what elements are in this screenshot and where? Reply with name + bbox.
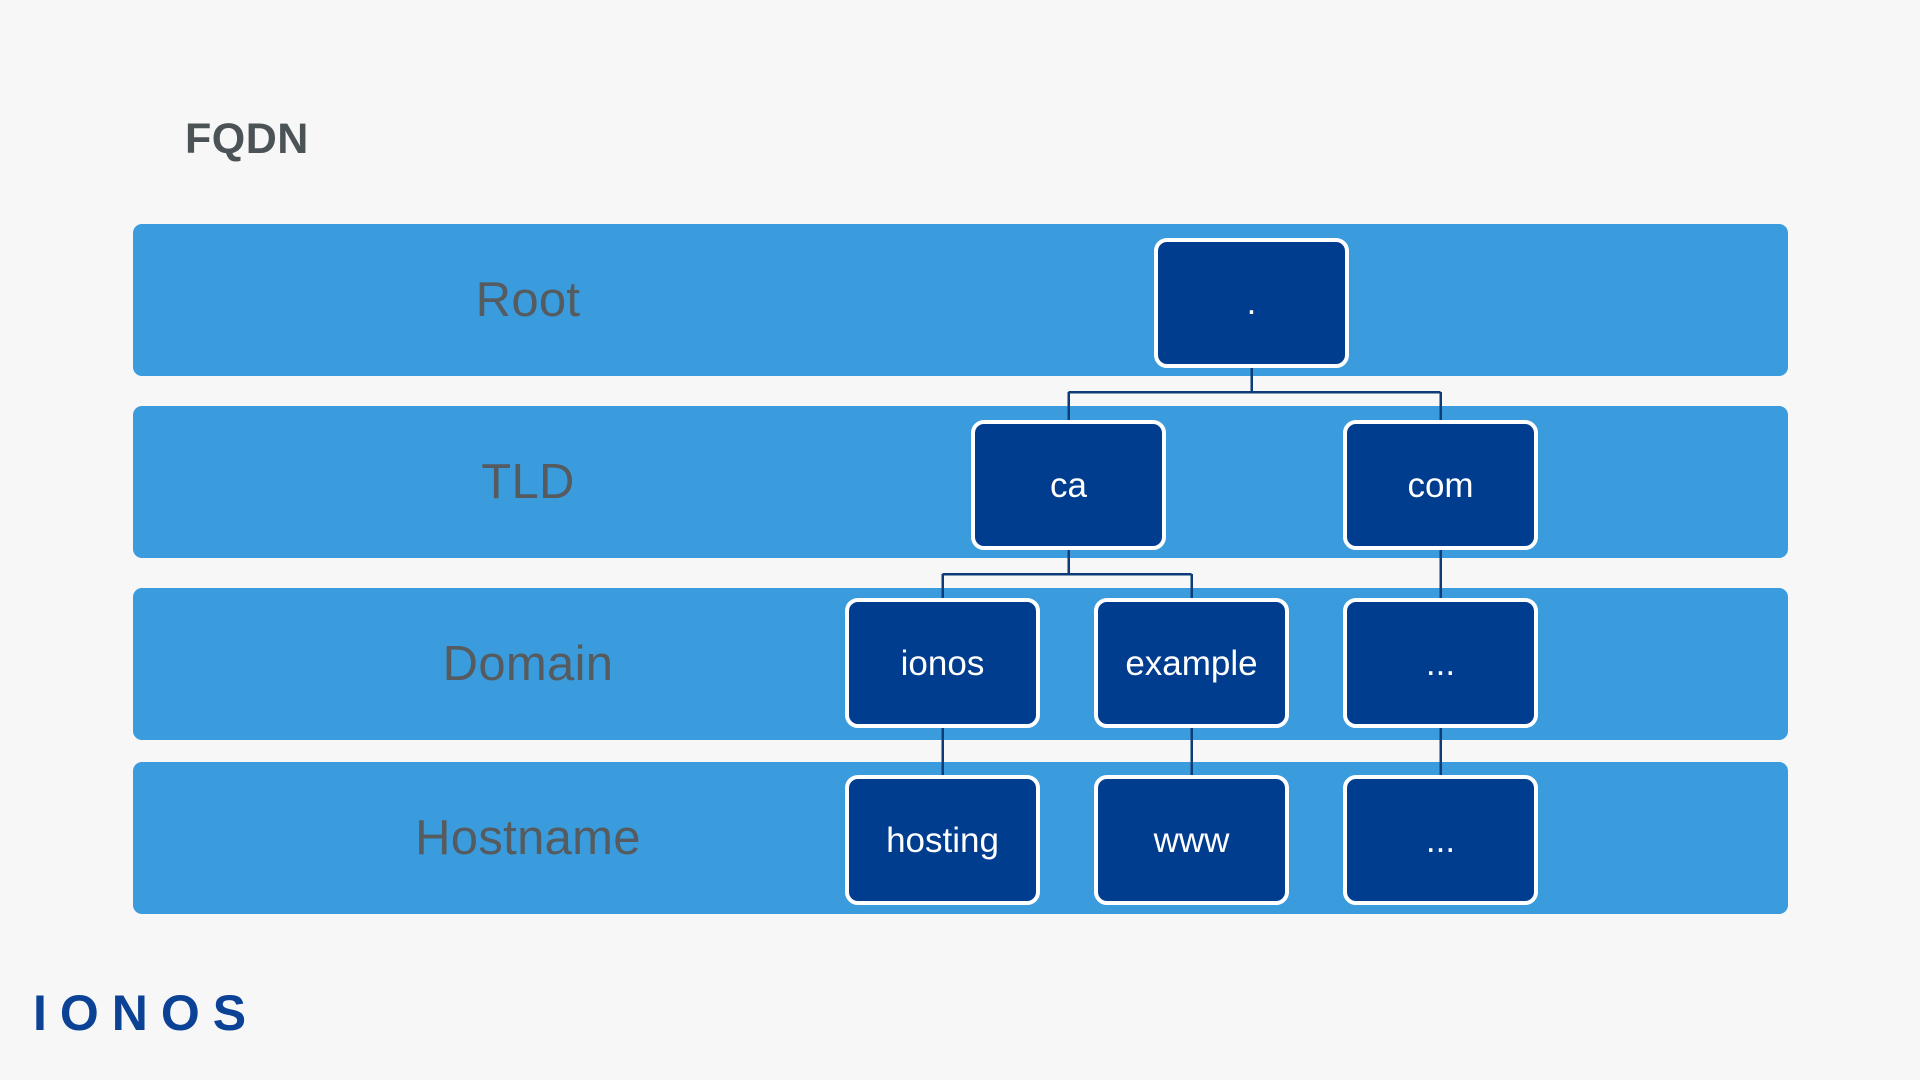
node-domain-ellipsis[interactable]: ... — [1343, 598, 1538, 728]
node-domain-example[interactable]: example — [1094, 598, 1289, 728]
node-domain-ionos-label: ionos — [900, 643, 985, 683]
node-tld-com[interactable]: com — [1343, 420, 1538, 550]
node-root-label: . — [1246, 283, 1257, 322]
node-hostname-www-label: www — [1153, 820, 1230, 860]
node-domain-ionos[interactable]: ionos — [845, 598, 1040, 728]
node-tld-com-label: com — [1407, 465, 1474, 505]
node-hostname-hosting-label: hosting — [886, 820, 999, 860]
ionos-logo: IONOS — [33, 985, 260, 1041]
level-label-root: Root — [475, 273, 581, 327]
node-tld-ca-label: ca — [1050, 465, 1087, 505]
node-hostname-ellipsis-label: ... — [1425, 820, 1456, 860]
node-hostname-ellipsis[interactable]: ... — [1343, 775, 1538, 905]
node-tld-ca[interactable]: ca — [971, 420, 1166, 550]
node-hostname-hosting[interactable]: hosting — [845, 775, 1040, 905]
level-band-root: Root — [133, 224, 1788, 376]
level-label-tld: TLD — [481, 455, 575, 509]
node-hostname-www[interactable]: www — [1094, 775, 1289, 905]
level-band-tld: TLD — [133, 406, 1788, 558]
level-label-hostname: Hostname — [415, 811, 641, 865]
node-root[interactable]: . — [1154, 238, 1349, 368]
level-label-domain: Domain — [442, 637, 614, 691]
node-domain-ellipsis-label: ... — [1425, 643, 1456, 683]
node-domain-example-label: example — [1125, 643, 1258, 683]
page-title: FQDN — [185, 115, 309, 163]
